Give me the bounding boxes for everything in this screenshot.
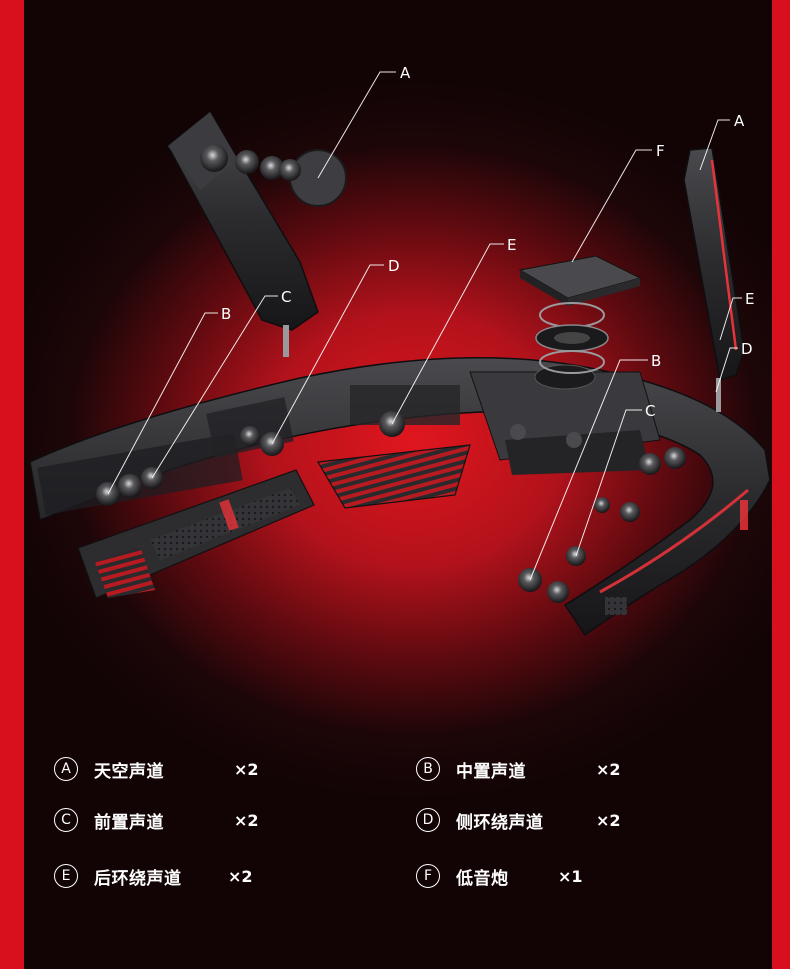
legend-marker: B <box>416 757 440 781</box>
legend-marker: A <box>54 757 78 781</box>
legend-item-b: B 中置声道 <box>416 754 526 784</box>
legend-count: ×2 <box>234 760 259 779</box>
legend-label: 后环绕声道 <box>94 868 182 889</box>
left-connector-pin <box>283 325 289 357</box>
center-grille-cover <box>317 444 471 509</box>
end-grille <box>605 597 627 615</box>
legend-marker: D <box>416 808 440 832</box>
callout-lines <box>107 71 742 581</box>
legend-count: ×1 <box>558 867 583 886</box>
callout-e-left: E <box>507 236 516 254</box>
left-upright-module <box>167 110 319 357</box>
left-grille-cover <box>77 469 315 599</box>
legend-item-d: D 侧环绕声道 <box>416 805 544 835</box>
subwoofer-stack <box>518 255 642 374</box>
right-connector-pin <box>716 378 721 412</box>
neckband-body <box>29 357 771 637</box>
callout-a-left: A <box>400 64 411 82</box>
legend-item-a: A 天空声道 <box>54 754 164 784</box>
legend-item-c: C 前置声道 <box>54 805 164 835</box>
legend-count: ×2 <box>596 811 621 830</box>
legend-label: 天空声道 <box>94 761 164 782</box>
callout-c-left: C <box>281 288 291 306</box>
callout-labels: A A F E E D D C C B B <box>221 64 754 420</box>
legend-marker: C <box>54 808 78 832</box>
legend-marker: F <box>416 864 440 888</box>
legend-item-f: F 低音炮 <box>416 861 509 891</box>
callout-b-right: B <box>651 352 661 370</box>
legend-item-e: E 后环绕声道 <box>54 861 182 891</box>
legend-count: ×2 <box>596 760 621 779</box>
callout-a-right: A <box>734 112 745 130</box>
side-led-strip <box>740 500 748 530</box>
callout-d-right: D <box>741 340 753 358</box>
callout-d-left: D <box>388 257 400 275</box>
legend-label: 前置声道 <box>94 812 164 833</box>
legend-count: ×2 <box>228 867 253 886</box>
legend-marker: E <box>54 864 78 888</box>
callout-e-right: E <box>745 290 754 308</box>
right-upright-module <box>683 147 745 412</box>
legend-label: 低音炮 <box>456 868 509 889</box>
legend-label: 侧环绕声道 <box>456 812 544 833</box>
legend-label: 中置声道 <box>456 761 526 782</box>
callout-b-left: B <box>221 305 231 323</box>
legend-count: ×2 <box>234 811 259 830</box>
callout-f: F <box>656 142 665 160</box>
callout-c-right: C <box>645 402 655 420</box>
